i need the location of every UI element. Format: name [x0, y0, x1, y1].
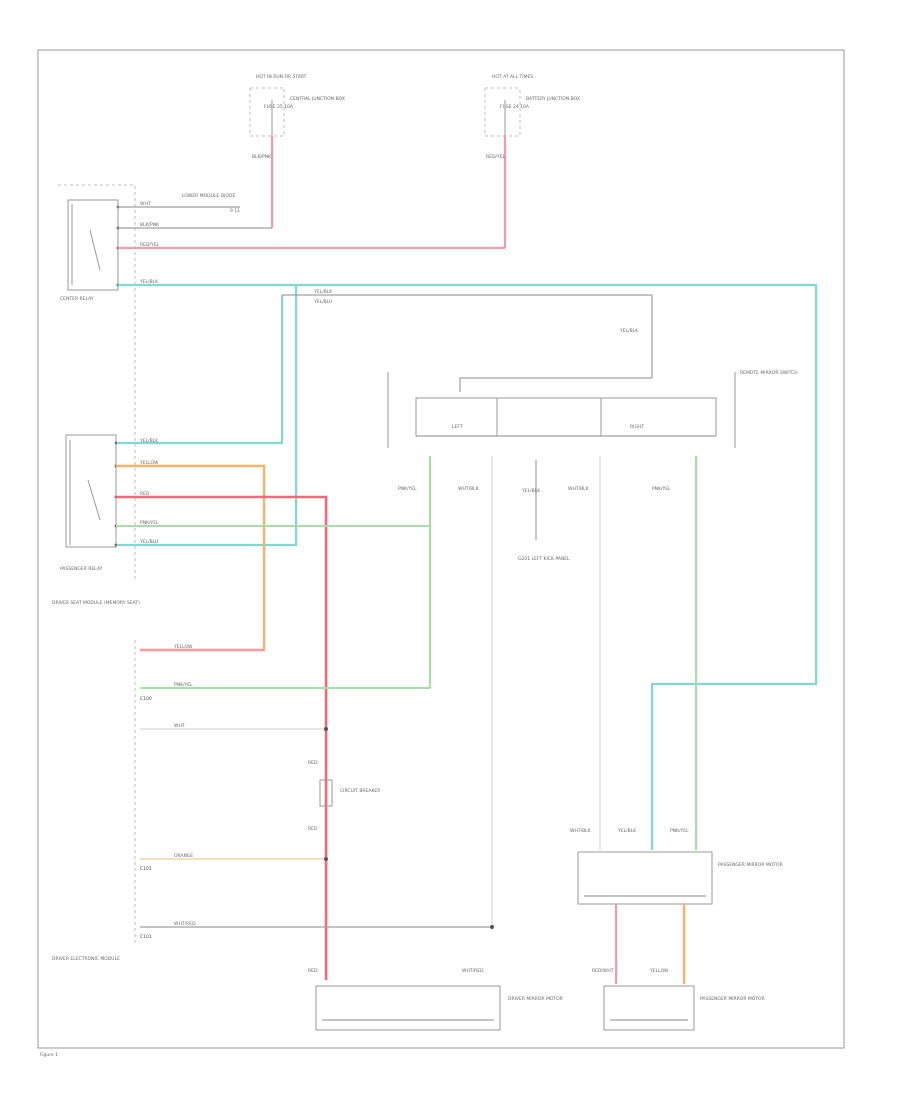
remote-mirror-switch: LEFT RIGHT REMOTE MIRROR SWITCH — [387, 370, 798, 448]
wire-label-yellow-lower: YELLOW — [173, 644, 193, 650]
module-bottom-label: DRIVER ELECTRONIC MODULE — [52, 956, 120, 962]
module-main-label: DRIVER SEAT MODULE (MEMORY SEAT) — [52, 600, 140, 606]
wire-cyan-relay2-bottom — [118, 285, 298, 547]
wire-label-pc-2: YEL/BLK — [617, 828, 637, 834]
wire-label-red: RED — [140, 491, 150, 497]
diode-sub: 9 11 — [230, 208, 240, 214]
pin-c101: C101 — [140, 866, 152, 872]
wire-label-blkpnk: BLK/PNK — [140, 222, 160, 228]
fuse-left-desc: CENTRAL JUNCTION BOX — [290, 96, 345, 102]
wire-orange-yellow — [116, 464, 266, 652]
wire-label-fuseright: RED/YEL — [486, 154, 506, 160]
fuse-right-header: HOT AT ALL TIMES — [492, 74, 533, 80]
center-relay: CENTER RELAY — [60, 199, 120, 302]
wire-label-pc-1: WHT/BLK — [570, 828, 592, 834]
wire-label-pc-3: PNK/YEL — [670, 828, 689, 834]
wire-label-wht-lower: WHT — [174, 723, 185, 729]
passenger-mirror-connector: WHT/BLK YEL/BLK PNK/YEL PASSENGER MIRROR… — [570, 828, 783, 905]
wire-label-pnkyel-right: PNK/YEL — [652, 486, 671, 492]
switch-left-label: LEFT — [452, 424, 463, 430]
wire-label-pnkyel-r2: PNK/YEL — [140, 520, 159, 526]
relay2-label: PASSENGER RELAY — [60, 566, 103, 572]
diagram-frame — [37, 49, 845, 1049]
wire-label-r2-1: YEL/BLK — [139, 438, 159, 444]
fuse-right-name: FUSE 24 10A — [500, 104, 530, 110]
fuse-left-name: FUSE 25 10A — [264, 104, 294, 110]
wire-label-pnkyel-left: PNK/YEL — [398, 486, 417, 492]
wire-label-yellow-pass: YELLOW — [649, 968, 669, 974]
diode-label: LOWER MODULE DIODE — [182, 193, 236, 199]
wire-label-redyel: RED/YEL — [140, 242, 160, 248]
circuit-breaker: RED CIRCUIT BREAKER RED — [308, 760, 380, 832]
wire-cyan-relay2-top — [118, 295, 284, 445]
pin-c101-b: C101 — [140, 934, 152, 940]
wire-label-red-cb1: RED — [308, 760, 318, 766]
wire-label-yellow: YELLOW — [139, 460, 159, 466]
fuse-left-header: HOT IN RUN OR START — [256, 74, 307, 80]
junction-1 — [324, 727, 328, 731]
wire-label-red-dm: RED — [308, 968, 318, 974]
wire-cyan-main — [118, 283, 818, 850]
wire-label-yelblk: YEL/BLK — [139, 279, 159, 285]
wire-label-wht: WHT — [140, 201, 151, 207]
pass-connector-label: PASSENGER MIRROR MOTOR — [718, 862, 783, 868]
wire-label-whtred-dm: WHT/RED — [462, 968, 484, 974]
wire-label-switch-feed: YEL/BLK — [619, 328, 639, 334]
driver-mirror-motor: RED WHT/RED DRIVER MIRROR MOTOR — [308, 968, 563, 1031]
wire-label-pnkyel-lower: PNK/YEL — [174, 682, 193, 688]
wire-red-main — [116, 495, 328, 980]
circuit-breaker-label: CIRCUIT BREAKER — [340, 788, 380, 794]
wire-label-red-cb2: RED — [308, 826, 318, 832]
wire-label-yelblu: YEL/BLU — [313, 299, 332, 305]
wire-label-yelblu-r2: YEL/BLU — [139, 539, 158, 545]
footer-label: Figure 1 — [40, 1052, 58, 1058]
wire-label-redwht: RED/WHT — [592, 968, 614, 974]
wire-label-ground: YEL/BLK — [521, 488, 541, 494]
fuse-box-right: HOT AT ALL TIMES FUSE 24 10A BATTERY JUN… — [484, 74, 580, 137]
mirror-switch-label: REMOTE MIRROR SWITCH — [740, 370, 798, 376]
wire-label-fuseleft: BLK/PNK — [252, 154, 272, 160]
junction-3 — [490, 925, 494, 929]
fuse-box-left: HOT IN RUN OR START FUSE 25 10A CENTRAL … — [249, 74, 345, 137]
pass-motor-label: PASSENGER MIRROR MOTOR — [700, 996, 765, 1002]
wire-label-whtblk-right: WHT/BLK — [568, 486, 590, 492]
relay1-label: CENTER RELAY — [60, 296, 94, 302]
passenger-mirror-motor: PASSENGER MIRROR MOTOR — [603, 985, 765, 1031]
wire-label-orange: ORANGE — [174, 853, 193, 859]
switch-right-label: RIGHT — [630, 424, 644, 430]
wire-label-whtred: WHT/RED — [174, 921, 196, 927]
pin-c100: C100 — [140, 696, 152, 702]
fuse-right-desc: BATTERY JUNCTION BOX — [526, 96, 580, 102]
driver-motor-label: DRIVER MIRROR MOTOR — [508, 996, 563, 1002]
module-boundary-top — [58, 184, 136, 580]
passenger-relay: PASSENGER RELAY — [60, 434, 118, 572]
wire-label-yelblk2: YEL/BLK — [313, 289, 333, 295]
ground-label: G201 LEFT KICK PANEL — [518, 556, 570, 562]
wire-label-whtblk-left: WHT/BLK — [458, 486, 480, 492]
junction-2 — [324, 857, 328, 861]
